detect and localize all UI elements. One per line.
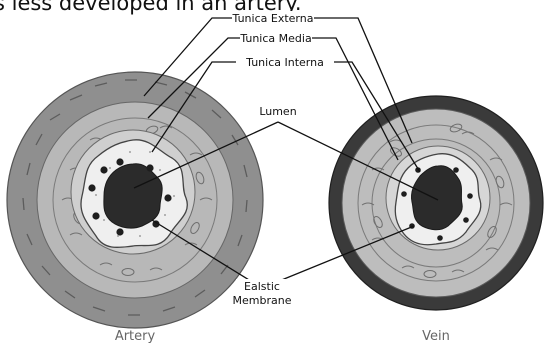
vein-cross-section xyxy=(329,96,543,310)
label-elastic-line2: Membrane xyxy=(233,294,292,307)
vein-title: Vein xyxy=(422,329,450,344)
artery-cross-section xyxy=(7,72,263,328)
artery-title: Artery xyxy=(115,329,156,344)
label-tunica-media: Tunica Media xyxy=(239,32,311,45)
label-elastic-line1: Ealstic xyxy=(244,280,280,293)
label-tunica-externa: Tunica Externa xyxy=(232,12,314,25)
label-tunica-interna: Tunica Interna xyxy=(245,56,324,69)
label-lumen: Lumen xyxy=(259,105,296,118)
artery-lumen xyxy=(104,164,162,228)
